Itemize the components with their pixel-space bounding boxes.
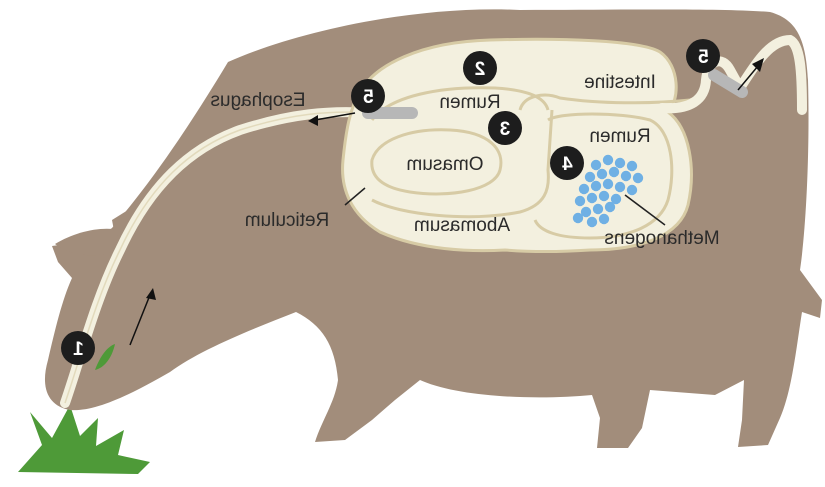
methanogen-dot xyxy=(597,169,607,179)
methanogen-dot xyxy=(587,217,597,227)
svg-text:5: 5 xyxy=(698,47,709,68)
step-badge-rumen: 2 xyxy=(463,51,497,85)
svg-text:3: 3 xyxy=(500,119,511,140)
methanogen-dot xyxy=(591,160,601,170)
methanogen-dot xyxy=(579,184,589,194)
label-methanogens: Methanogens xyxy=(604,228,719,249)
methanogen-dot xyxy=(605,202,615,212)
methanogen-dot xyxy=(615,182,625,192)
methanogen-dot xyxy=(599,191,609,201)
label-rumen-top: Rumen xyxy=(439,92,500,113)
methanogen-dot xyxy=(575,196,585,206)
methanogen-dot xyxy=(599,214,609,224)
methanogen-dot xyxy=(633,173,643,183)
svg-text:1: 1 xyxy=(73,339,84,360)
methanogen-dot xyxy=(593,204,603,214)
methanogen-dot xyxy=(573,213,583,223)
svg-text:2: 2 xyxy=(475,59,486,80)
methanogen-dot xyxy=(615,158,625,168)
label-omasum: Omasum xyxy=(406,154,483,175)
methanogen-dot xyxy=(603,179,613,189)
grass-tuft xyxy=(18,405,150,474)
svg-text:5: 5 xyxy=(363,87,374,108)
methanogen-dot xyxy=(585,172,595,182)
label-reticulum: Reticulum xyxy=(245,210,329,231)
label-abomasum: Abomasum xyxy=(414,215,510,236)
methanogen-dot xyxy=(627,161,637,171)
step-badge-omasum: 3 xyxy=(488,111,522,145)
label-intestine: Intestine xyxy=(584,72,656,93)
methanogen-dot xyxy=(603,155,613,165)
methanogen-dot xyxy=(591,181,601,191)
step-badge-intestine: 5 xyxy=(686,39,720,73)
step-badge-mouth: 1 xyxy=(61,331,95,365)
step-badge-methanogens: 4 xyxy=(550,146,584,180)
methanogen-dot xyxy=(609,167,619,177)
methanogen-dot xyxy=(587,193,597,203)
label-rumen-right: Rumen xyxy=(589,126,650,147)
svg-text:4: 4 xyxy=(562,154,573,175)
step-badge-esophagus: 5 xyxy=(351,79,385,113)
label-esophagus: Esophagus xyxy=(210,90,305,111)
methanogen-dot xyxy=(621,171,631,181)
methanogen-dot xyxy=(627,185,637,195)
